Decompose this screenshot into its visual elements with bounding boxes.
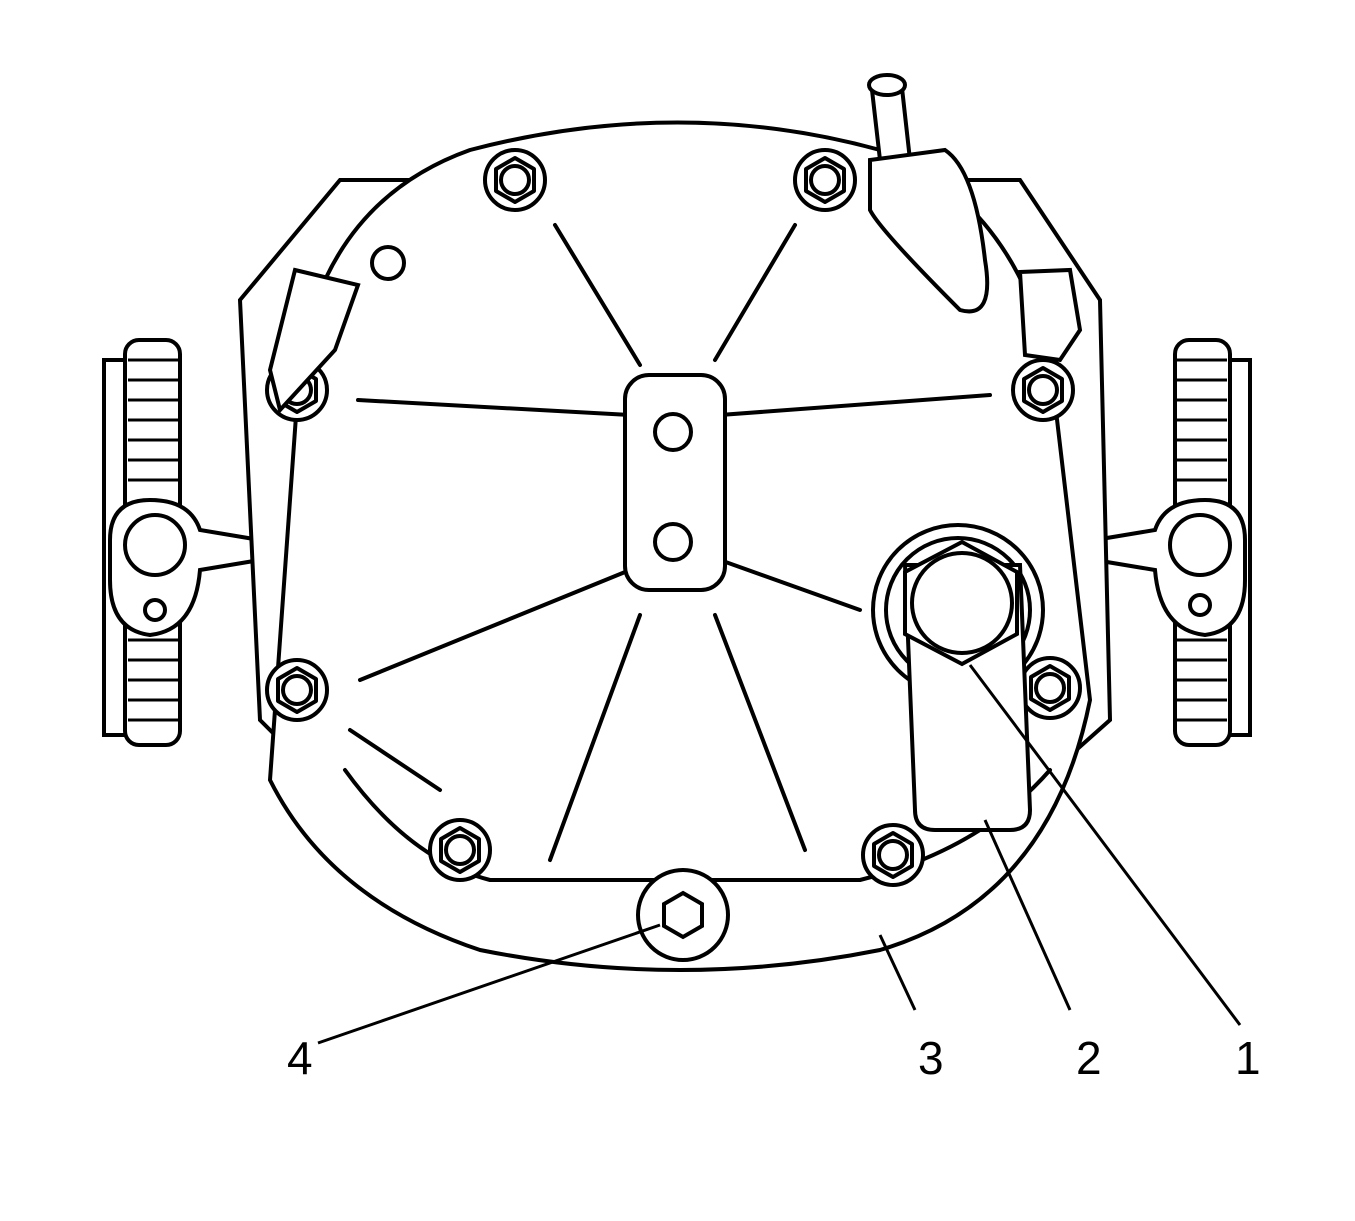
callout-1: 1 (1235, 1032, 1261, 1084)
callout-2: 2 (1076, 1032, 1102, 1084)
callout-3: 3 (918, 1032, 944, 1084)
left-axle-gear (102, 338, 262, 747)
right-axle-gear (1093, 338, 1252, 747)
cover-hole (370, 245, 406, 281)
vent-tube (867, 73, 990, 314)
leader-lines (317, 664, 1242, 1045)
center-boss (623, 373, 727, 592)
bolt-icon (1011, 358, 1075, 422)
bolt-icon (265, 658, 329, 722)
bolt-icon (428, 818, 492, 882)
left-bracket (267, 267, 361, 415)
cover-ribs (348, 223, 992, 862)
bolt-icon (483, 148, 547, 212)
fill-plug (903, 539, 1019, 667)
bolt-icon (793, 148, 857, 212)
drain-plug (636, 868, 730, 962)
bolt-icon (861, 823, 925, 887)
bolt-icon (1018, 656, 1082, 720)
right-bracket (1017, 267, 1083, 363)
callout-4: 4 (287, 1032, 313, 1084)
